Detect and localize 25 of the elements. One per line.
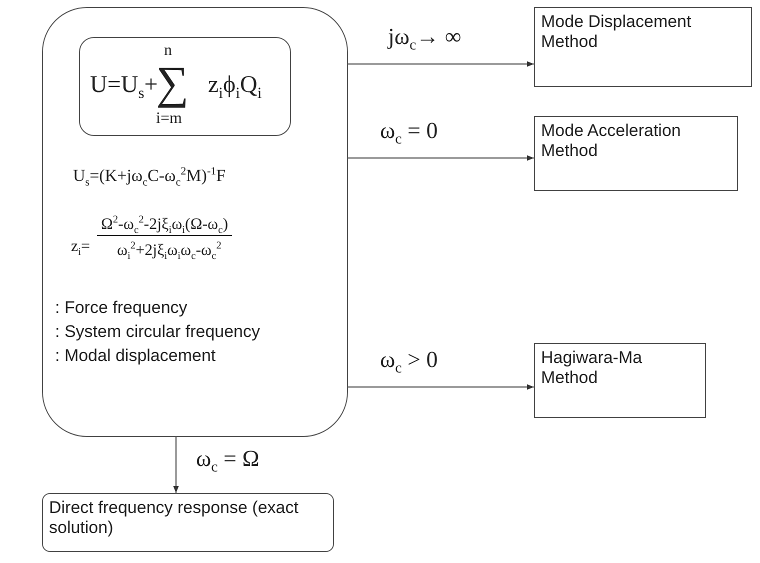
formula-text: U=U$_{s}$+: [90, 72, 158, 98]
formula-text: n: [164, 42, 172, 60]
arrow: [348, 155, 534, 161]
method-box: [534, 116, 738, 191]
formula-text: z$_{i}$=: [71, 238, 90, 256]
fraction-numerator: Ω$^{2}$-ω$_{c}$$^{2}$-2jξ$_{i}$ω$_{i}$(Ω-ω$_{c}$): [97, 216, 232, 236]
formula-text: i=m: [156, 110, 182, 128]
box-label: Mode Displacement Method: [540, 11, 692, 54]
formula-panel: [42, 7, 348, 437]
formula-box: [79, 37, 291, 136]
legend-text: : System circular frequency: [55, 322, 260, 342]
box-label: Mode Acceleration Method: [540, 120, 682, 162]
method-box: [534, 7, 752, 87]
method-box: [534, 343, 706, 418]
arrow: [348, 61, 534, 67]
box-label: Direct frequency response (exact solution): [48, 497, 300, 540]
legend-text: : Force frequency: [55, 298, 188, 318]
box-label: Hagiwara-Ma Method: [540, 347, 644, 390]
formula-text: U$_{s}$=(K+jω$_{c}$C-ω$_{c}$$^{2}$M)$^{-1}$F: [73, 167, 226, 186]
arrow: [348, 384, 534, 390]
result-box: [42, 493, 334, 552]
formula-text: z$_{i}$ϕ$_{i}$Q$_{i}$: [208, 72, 262, 98]
arrow: [173, 436, 179, 494]
legend-text: : Modal displacement: [55, 346, 216, 366]
summation-sign: ∑: [156, 58, 189, 109]
